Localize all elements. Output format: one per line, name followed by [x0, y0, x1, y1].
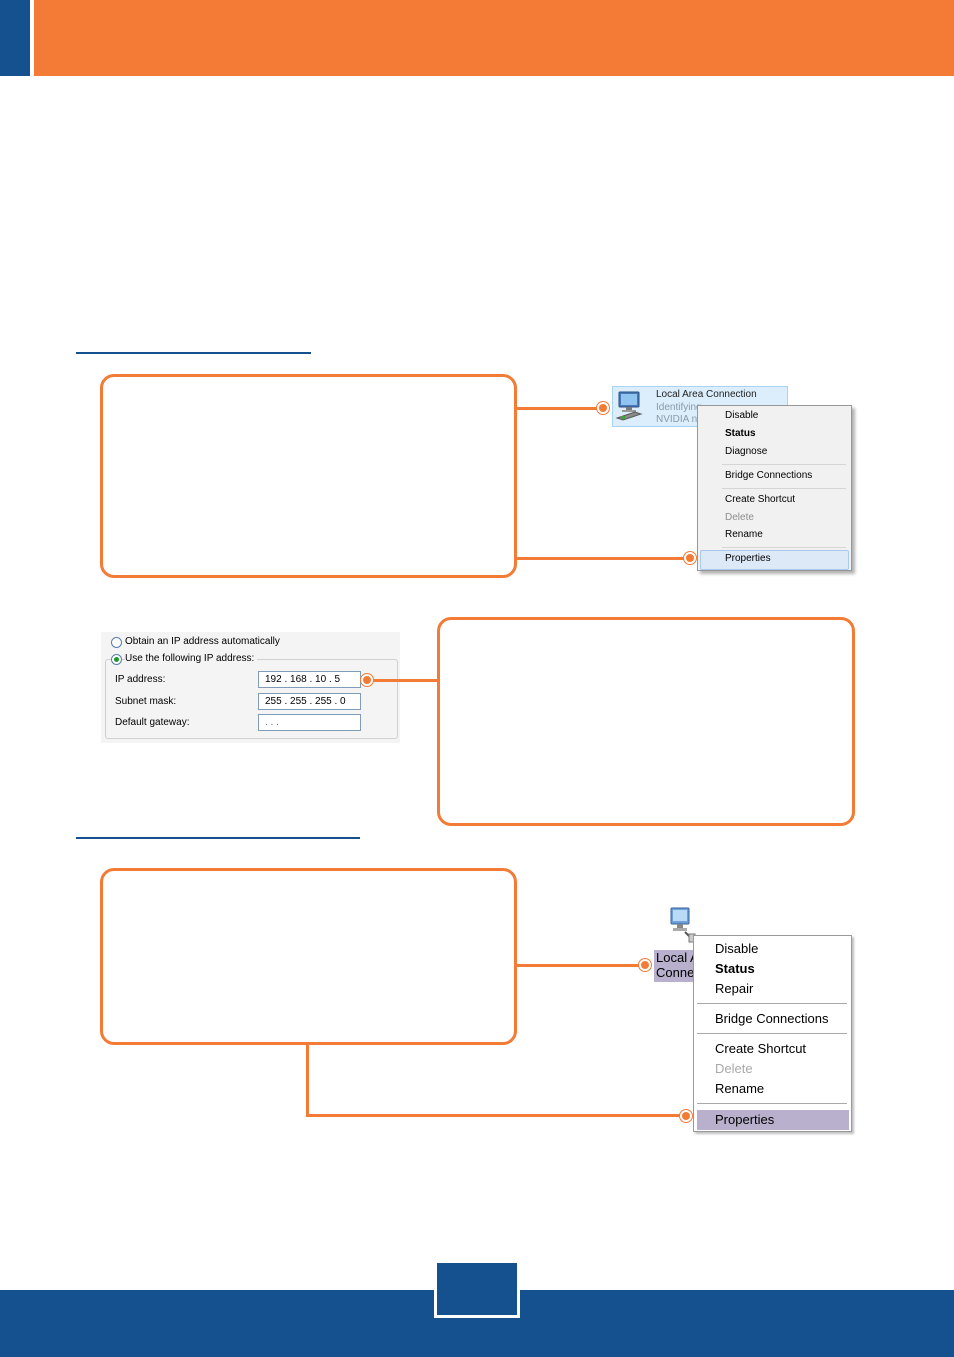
- vista-menu-properties[interactable]: Properties: [725, 553, 771, 564]
- vista-connection-status: Identifying: [656, 402, 702, 413]
- vista-menu-separator: [722, 547, 846, 548]
- section-rule-1: [76, 352, 311, 354]
- xp-menu-separator: [697, 1003, 847, 1004]
- xp-menu-bridge[interactable]: Bridge Connections: [715, 1011, 829, 1026]
- vista-menu-bridge[interactable]: Bridge Connections: [725, 470, 813, 481]
- xp-menu-repair[interactable]: Repair: [715, 981, 754, 996]
- network-adapter-icon: [615, 391, 643, 421]
- connector-line-1a: [517, 407, 603, 410]
- vista-menu-disable[interactable]: Disable: [725, 410, 759, 421]
- xp-menu-create-shortcut[interactable]: Create Shortcut: [715, 1041, 807, 1056]
- ip-address-label: IP address:: [115, 674, 166, 685]
- vista-menu-diagnose[interactable]: Diagnose: [725, 446, 768, 457]
- xp-connection-label[interactable]: Local A Conne: [654, 950, 699, 982]
- vista-menu-create-shortcut[interactable]: Create Shortcut: [725, 494, 796, 505]
- xp-menu-rename[interactable]: Rename: [715, 1081, 765, 1096]
- vista-connection-adapter: NVIDIA n: [656, 414, 698, 425]
- obtain-auto-radio[interactable]: [111, 637, 122, 648]
- xp-menu-delete: Delete: [715, 1061, 753, 1076]
- connector-line-2: [373, 679, 439, 682]
- section-rule-2: [76, 837, 360, 839]
- vista-menu-delete: Delete: [725, 512, 754, 523]
- ip-settings-panel: Obtain an IP address automatically Use t…: [101, 632, 400, 743]
- connector-dot-1b: [684, 552, 696, 564]
- use-following-label: Use the following IP address:: [125, 653, 258, 664]
- connector-line-3a: [517, 964, 641, 967]
- xp-menu-status[interactable]: Status: [715, 961, 755, 976]
- vista-menu-status[interactable]: Status: [725, 428, 756, 439]
- vista-menu-rename[interactable]: Rename: [725, 529, 763, 540]
- page-number-box: [434, 1260, 520, 1318]
- connector-dot-3a: [639, 959, 651, 971]
- vista-connection-title: Local Area Connection: [656, 389, 757, 400]
- header-bar: [34, 0, 954, 76]
- connector-dot-3b: [680, 1110, 692, 1122]
- xp-menu-highlight: [697, 1110, 849, 1130]
- xp-menu-properties[interactable]: Properties: [715, 1112, 775, 1127]
- xp-menu-separator: [697, 1033, 847, 1034]
- vista-menu-separator: [722, 464, 846, 465]
- subnet-mask-label: Subnet mask:: [115, 696, 177, 707]
- callout-box-2: [437, 617, 855, 826]
- xp-menu-disable[interactable]: Disable: [715, 941, 759, 956]
- xp-menu-separator: [697, 1103, 847, 1104]
- callout-box-3: [100, 868, 517, 1045]
- use-following-radio[interactable]: [111, 654, 122, 665]
- xp-connection-label-line1: Local A: [656, 950, 699, 965]
- connector-dot-2: [361, 674, 373, 686]
- default-gateway-input[interactable]: . . .: [258, 714, 361, 731]
- vista-context-menu: Disable Status Diagnose Bridge Connectio…: [697, 405, 852, 571]
- header-accent: [0, 0, 30, 76]
- obtain-auto-label: Obtain an IP address automatically: [125, 636, 280, 647]
- connector-line-1b: [517, 557, 688, 560]
- connector-line-3b-vertical: [306, 1045, 309, 1117]
- connector-line-3b-horizontal: [306, 1114, 684, 1117]
- connector-dot-1a: [597, 402, 609, 414]
- xp-connection-label-line2: Conne: [656, 965, 695, 980]
- vista-menu-separator: [722, 488, 846, 489]
- default-gateway-label: Default gateway:: [115, 717, 190, 728]
- vista-menu-highlight: [700, 550, 849, 570]
- ip-address-input[interactable]: 192 . 168 . 10 . 5: [258, 671, 361, 688]
- xp-context-menu: Disable Status Repair Bridge Connections…: [693, 935, 852, 1132]
- callout-box-1: [100, 374, 517, 578]
- subnet-mask-input[interactable]: 255 . 255 . 255 . 0: [258, 693, 361, 710]
